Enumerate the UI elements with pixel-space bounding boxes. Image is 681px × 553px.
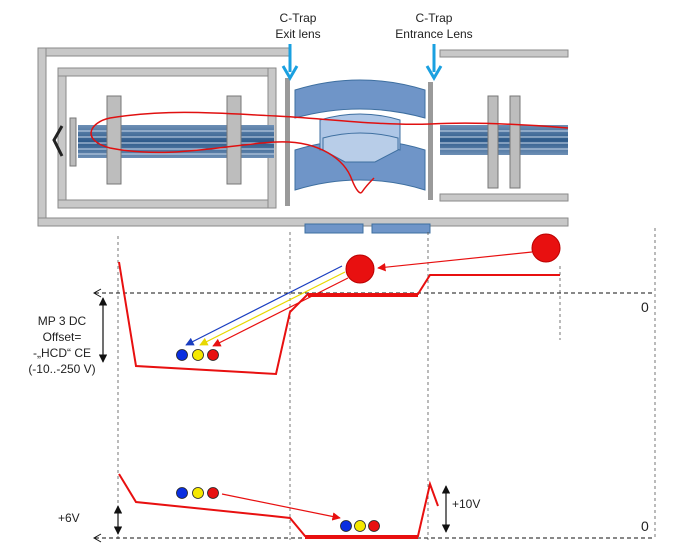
c-trap xyxy=(294,79,426,191)
ion-large-right xyxy=(531,233,561,263)
transfer-arrow-icon xyxy=(377,251,533,272)
exit-lens-label-line1: C-Trap xyxy=(280,11,317,25)
guide-lines xyxy=(117,228,656,540)
lower-ion-red-left xyxy=(207,487,219,499)
fragment-arrow-blue-icon xyxy=(185,265,343,346)
fragment-ion-red xyxy=(207,349,219,361)
exit-lens-callout: C-Trap Exit lens xyxy=(275,11,321,81)
transfer-lens-left xyxy=(304,223,364,234)
offset-label-line2: Offset= xyxy=(43,330,82,344)
exit-lens-label-line2: Exit lens xyxy=(275,27,320,41)
fragment-arrow-red-icon xyxy=(212,277,349,347)
zero-label-lower: 0 xyxy=(641,518,649,534)
ion-trajectory xyxy=(90,111,569,194)
plus6-label: +6V xyxy=(58,511,80,525)
upper-potential-diagram: 0 MP 3 DC Offset= -„HCD“ CE (-10..-250 V… xyxy=(28,233,652,376)
zero-label-upper: 0 xyxy=(641,299,649,315)
entrance-lens-label-line1: C-Trap xyxy=(416,11,453,25)
left-plate xyxy=(69,117,77,167)
ion-large-center xyxy=(345,254,375,284)
entrance-lens-arrow-icon xyxy=(425,65,443,81)
lower-ion-yellow-left xyxy=(192,487,204,499)
c-trap-entrance-lens xyxy=(428,82,433,200)
plus10-label: +10V xyxy=(452,497,480,511)
zero-line-lower-arrow-icon xyxy=(92,533,102,543)
fragment-ion-blue xyxy=(176,349,188,361)
apparatus: C-Trap Exit lens C-Trap Entrance Lens xyxy=(37,11,569,234)
offset-label-line1: MP 3 DC xyxy=(38,314,87,328)
lower-potential-diagram: 0 +6V +10V xyxy=(58,473,652,543)
lower-ion-red-trap xyxy=(368,520,380,532)
entrance-lens-label-line2: Entrance Lens xyxy=(395,27,472,41)
fragment-arrow-yellow-icon xyxy=(199,271,346,346)
lower-ion-blue-trap xyxy=(340,520,352,532)
lower-ion-blue-left xyxy=(176,487,188,499)
lower-ion-yellow-trap xyxy=(354,520,366,532)
lower-transfer-arrow-icon xyxy=(221,493,341,521)
left-cap xyxy=(52,125,64,157)
right-multipole xyxy=(440,95,568,189)
zero-line-upper-arrow-icon xyxy=(92,288,102,298)
entrance-lens-callout: C-Trap Entrance Lens xyxy=(395,11,473,81)
offset-label-line3: -„HCD“ CE xyxy=(33,346,91,360)
exit-lens-arrow-icon xyxy=(281,65,299,81)
fragment-ion-yellow xyxy=(192,349,204,361)
potential-curve-lower xyxy=(118,473,439,537)
transfer-lens-right xyxy=(371,223,431,234)
offset-label-line4: (-10..-250 V) xyxy=(28,362,95,376)
